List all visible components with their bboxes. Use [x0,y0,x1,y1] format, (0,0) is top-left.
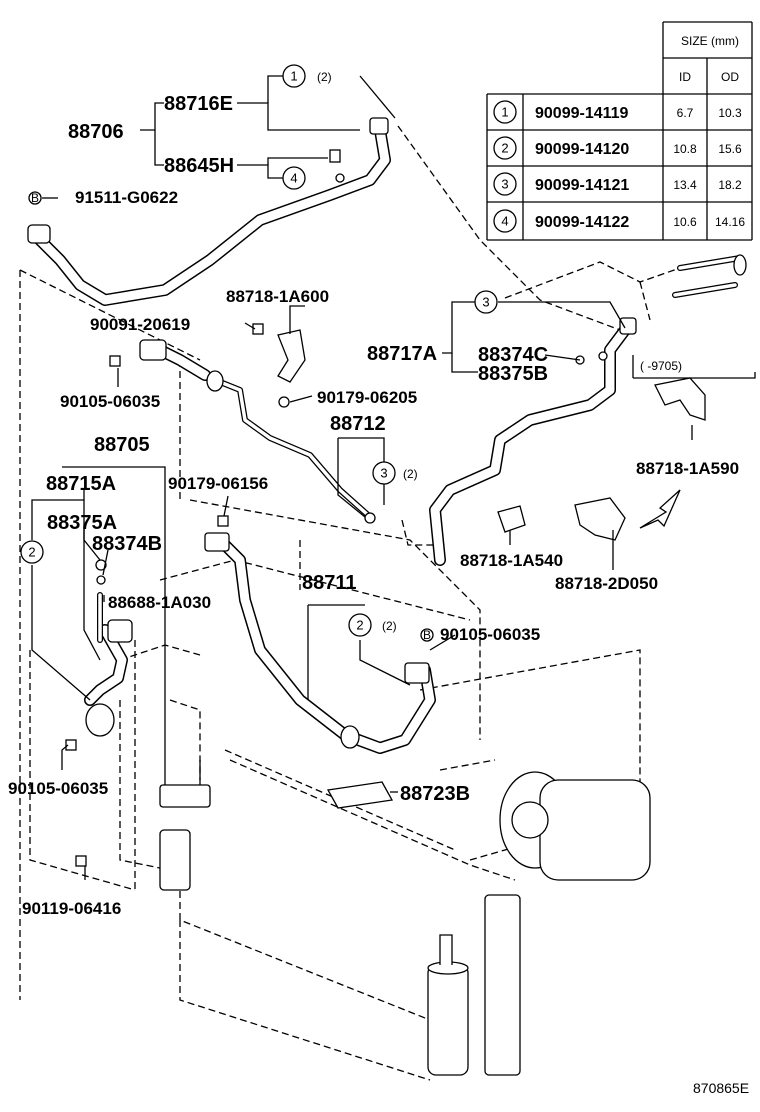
svg-text:2: 2 [501,141,508,156]
pipe-88712 [139,339,371,518]
svg-text:15.6: 15.6 [718,142,742,156]
svg-text:2: 2 [28,545,35,560]
label-88712: 88712 [330,413,386,435]
svg-text:B: B [31,191,39,205]
svg-text:4: 4 [501,214,508,229]
condenser [159,829,521,1076]
compressor [499,771,651,881]
label-88717A: 88717A [367,343,437,365]
bracket-88718-1A590 [654,377,706,421]
svg-text:1: 1 [290,69,297,84]
pipe-detail-upper-right [672,254,747,298]
svg-text:14.16: 14.16 [715,215,745,229]
pipe-88711 [204,532,436,754]
svg-text:6.7: 6.7 [677,106,694,120]
label-88375A: 88375A [47,512,117,534]
label-90119-06416: 90119-06416 [22,899,121,918]
table-row: 2 90099-14120 10.8 15.6 [493,136,742,160]
label-88706: 88706 [68,121,124,143]
label-90091-20619: 90091-20619 [90,315,190,334]
svg-text:(2): (2) [317,70,332,84]
label-88375B: 88375B [478,363,548,385]
label-90105-06035-c: 90105-06035 [8,779,108,798]
clamp-88718-1A540 [497,505,526,533]
svg-text:3: 3 [380,466,387,481]
id-header: ID [679,70,691,84]
part-labels: 88706 88716E 88645H 91511-G0622 88718-1A… [8,93,749,1096]
arrow-icon [639,489,681,529]
label-88688-1A030: 88688-1A030 [108,593,211,612]
pipe-88715A [84,592,133,737]
label-88374C: 88374C [478,344,548,366]
svg-text:3: 3 [482,295,489,310]
table-row: 1 90099-14119 6.7 10.3 [493,100,742,124]
svg-text:10.3: 10.3 [718,106,742,120]
svg-text:B: B [423,628,431,642]
label-91511-G0622: 91511-G0622 [75,188,178,207]
svg-text:10.8: 10.8 [673,142,697,156]
od-header: OD [721,70,739,84]
valve-88688 [159,760,211,808]
label-88715A: 88715A [46,473,116,495]
svg-text:4: 4 [290,171,297,186]
receiver-dryer [427,934,469,1076]
svg-text:1: 1 [501,105,508,120]
svg-text:2: 2 [356,618,363,633]
bolts [65,149,608,867]
reference-code: 870865E [693,1080,749,1096]
table-row: 4 90099-14122 10.6 14.16 [493,209,745,233]
label-88718-1A540: 88718-1A540 [460,551,563,570]
svg-text:90099-14122: 90099-14122 [535,214,629,231]
table-row: 3 90099-14121 13.4 18.2 [493,172,742,196]
label-88705: 88705 [94,434,150,456]
pipe-88717A [429,317,637,566]
svg-text:10.6: 10.6 [673,215,697,229]
bracket-88718-2D050 [574,497,626,541]
label-90105-06035-a: 90105-06035 [60,392,160,411]
label-88711: 88711 [302,572,357,594]
label-88716E: 88716E [164,93,233,115]
svg-text:90099-14119: 90099-14119 [535,105,629,122]
svg-text:13.4: 13.4 [673,178,697,192]
insulator-88723B [326,781,394,809]
label-88723B: 88723B [400,783,470,805]
label-90179-06156: 90179-06156 [168,474,268,493]
label-88374B: 88374B [92,533,162,555]
svg-text:90099-14121: 90099-14121 [535,177,629,194]
pipe-88716E [27,117,391,306]
label-88718-1A600: 88718-1A600 [226,287,329,306]
callout-circles: 1 (2) 4 3 3 (2) 2 2 (2) B B [20,64,498,642]
label-88718-1A590: 88718-1A590 [636,459,739,478]
label-88645H: 88645H [164,155,234,177]
svg-text:18.2: 18.2 [718,178,742,192]
size-table: SIZE (mm) ID OD 1 90099-14119 6.7 10.3 2… [486,21,753,241]
label-90179-06205: 90179-06205 [317,388,417,407]
label-90105-06035-b: 90105-06035 [440,625,540,644]
clamp-88718-1A600 [277,329,306,383]
svg-text:(2): (2) [382,619,397,633]
svg-text:3: 3 [501,177,508,192]
leader-lines [28,75,756,880]
svg-text:90099-14120: 90099-14120 [535,141,629,158]
size-header: SIZE (mm) [681,34,739,48]
svg-text:(2): (2) [403,467,418,481]
label-88718-2D050: 88718-2D050 [555,574,658,593]
label-range-note: ( -9705) [640,359,682,373]
